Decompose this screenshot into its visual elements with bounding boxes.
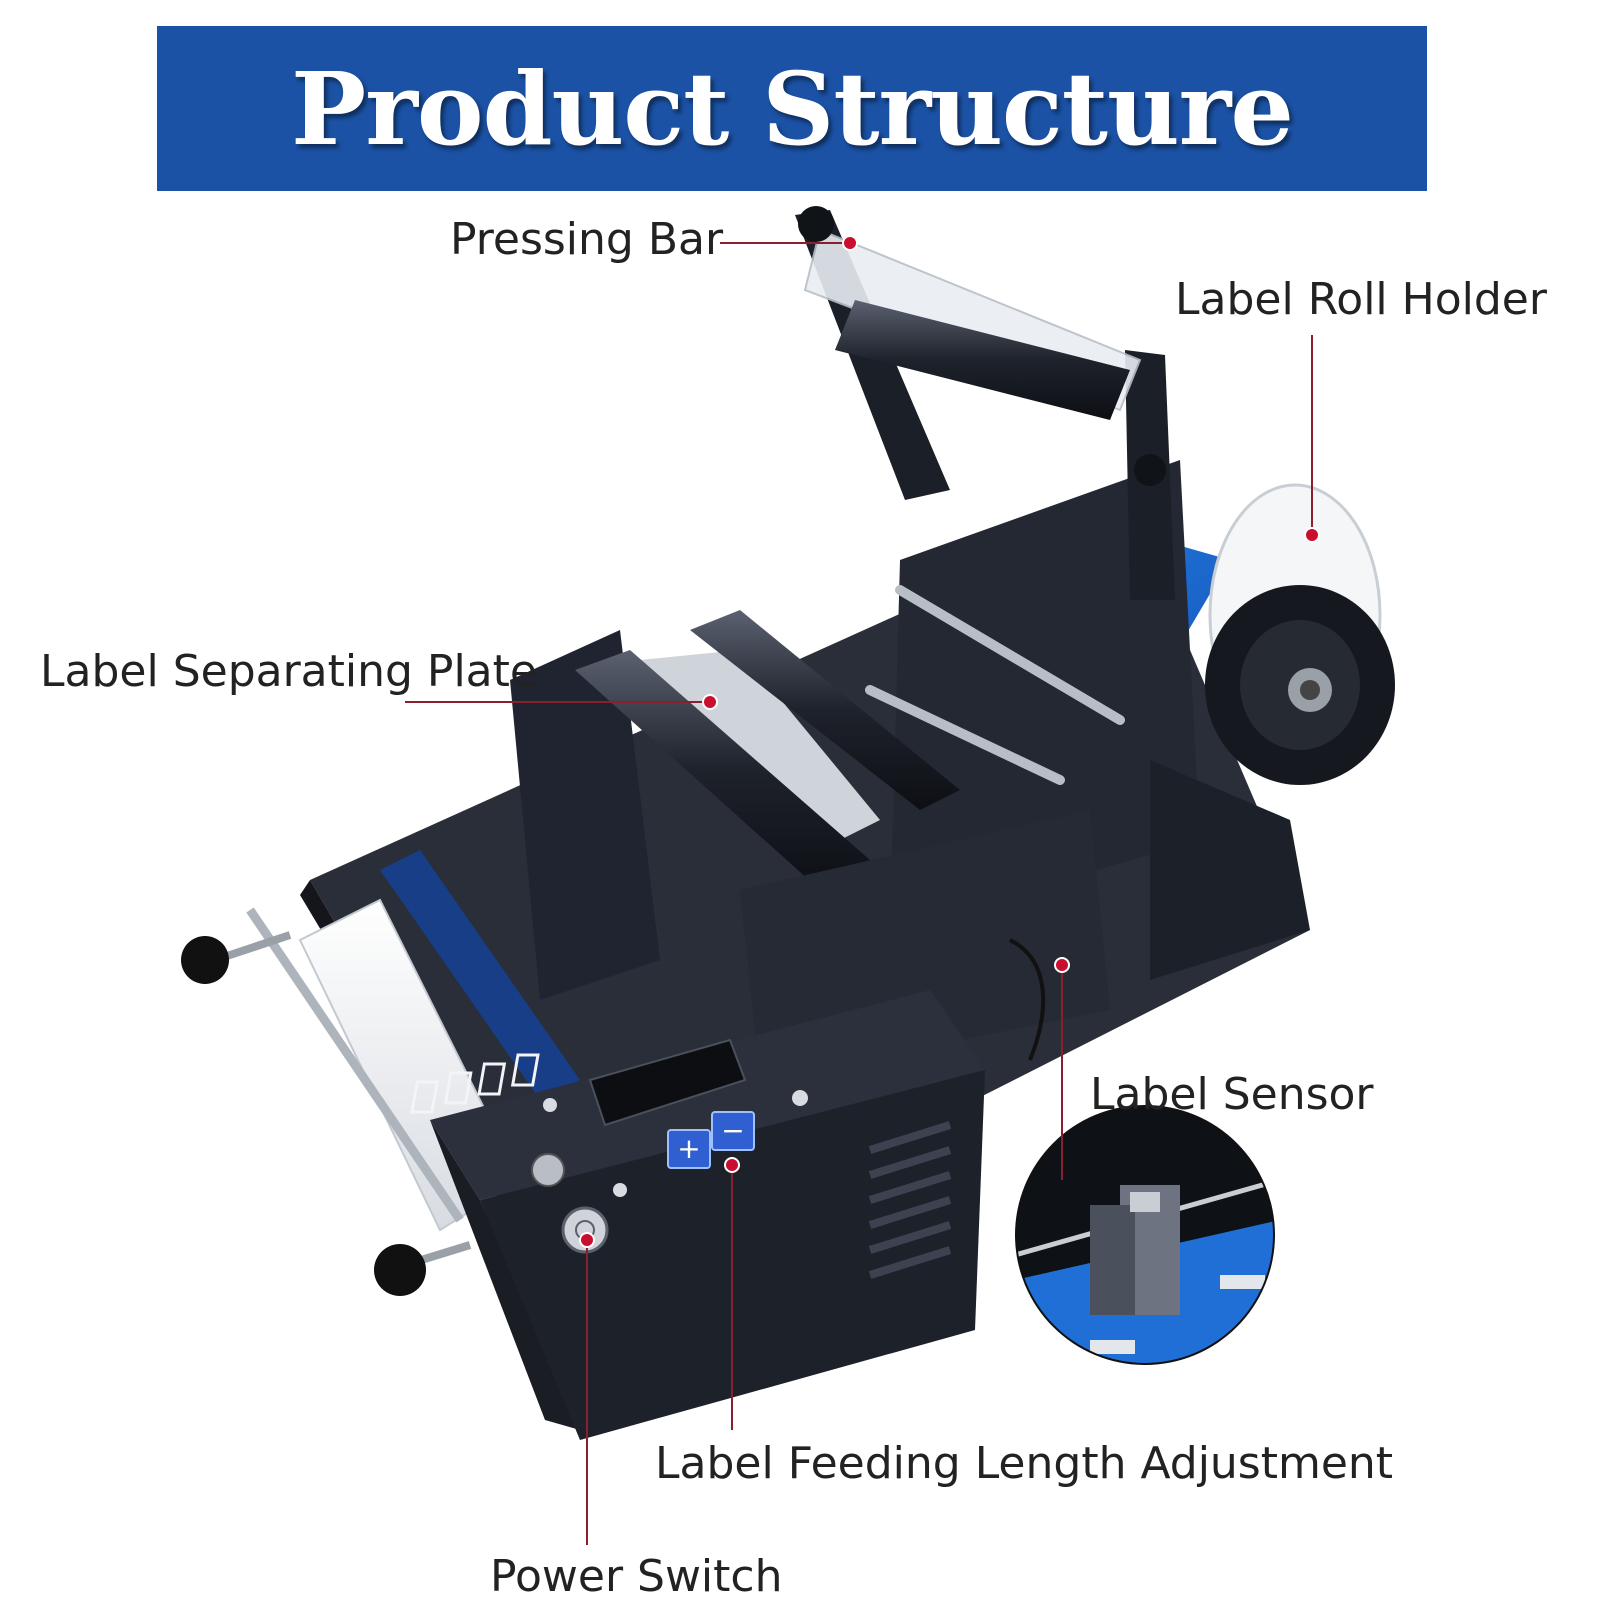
label-power-switch: Power Switch: [490, 1551, 783, 1602]
page-title: Product Structure: [291, 49, 1294, 168]
marker-label-separating-plate: [702, 694, 718, 710]
adjust-knob-top: [181, 931, 292, 984]
plus-glyph: +: [677, 1132, 700, 1165]
roll-holder-disc: [1205, 483, 1395, 785]
label-label-separating-plate: Label Separating Plate: [40, 646, 537, 697]
marker-label-sensor: [1054, 957, 1070, 973]
marker-label-feeding-length-adjustment: [724, 1157, 740, 1173]
title-banner: Product Structure: [157, 26, 1427, 191]
label-label-sensor: Label Sensor: [1090, 1069, 1374, 1120]
pressing-bar-assembly: [795, 206, 1175, 600]
minus-glyph: −: [721, 1114, 744, 1147]
leader-lines: [405, 242, 1313, 1545]
front-upright-plate: [510, 630, 660, 1000]
power-switch-knob: [561, 1206, 609, 1254]
sensor-detail-inset: [1015, 1105, 1275, 1365]
label-label-feeding-length-adjustment: Label Feeding Length Adjustment: [655, 1438, 1394, 1489]
label-pressing-bar: Pressing Bar: [450, 214, 724, 265]
plus-button: [667, 1129, 711, 1169]
minus-button: [711, 1111, 755, 1151]
adjust-knob-bottom: [374, 1241, 472, 1296]
marker-power-switch: [579, 1232, 595, 1248]
side-plate: [890, 460, 1200, 930]
marker-label-roll-holder: [1304, 527, 1320, 543]
digital-display: [588, 1038, 747, 1127]
marker-pressing-bar: [842, 235, 858, 251]
label-label-roll-holder: Label Roll Holder: [1175, 274, 1547, 325]
